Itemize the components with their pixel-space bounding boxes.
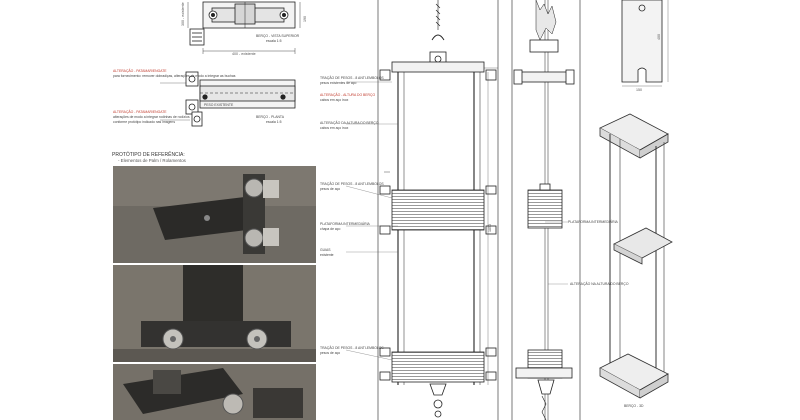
label-platform-body: chapa de aço: [320, 227, 341, 231]
label-guide-body: existente: [320, 253, 334, 257]
label-weights-bottom-body: pesos de aço: [320, 351, 341, 355]
reference-photo-2: [113, 265, 316, 362]
top-view-caption: BERÇO - VISTA SUPERIOR: [256, 34, 300, 38]
leader-lines: [345, 81, 568, 361]
label-platform-title: PLATAFORMA INTERMEDIÁRIA: [320, 222, 370, 226]
note-2-body-1: alterações de modo a integrar rodinhas d…: [113, 115, 190, 119]
reference-title: PROTÓTIPO DE REFERÊNCIA:: [112, 152, 185, 158]
top-view-drawing: [187, 1, 301, 54]
dim-total: 1850: [488, 224, 492, 232]
reference-photo-1: [113, 166, 316, 263]
reference-subtitle: - Elementos de Palm / Rolamentos: [118, 158, 186, 163]
section-label-platform: PLATAFORMA INTERMEDIÁRIA: [568, 220, 618, 224]
side-view-caption: BERÇO - PLANTA: [256, 115, 285, 119]
label-existing-weight: PESO EXISTENTE: [204, 103, 234, 107]
part-detail-drawing: [621, 0, 669, 87]
label-weights-top-body: pesos existentes de aço: [320, 81, 357, 85]
note-2-title: ALTERAÇÃO - PATAMAR/ENGATE: [113, 110, 167, 114]
reference-photo-3: [113, 364, 316, 420]
note-2-body-2: conforme protótipo indicado nas imagens: [113, 120, 176, 124]
elevation-drawing: [377, 0, 499, 420]
label-bed-height-title: ALTERAÇÃO - ALTURA DO BERÇO: [320, 93, 376, 97]
top-view-scale: escala 1:5: [266, 39, 282, 43]
label-guide-title: GUIAS: [320, 248, 331, 252]
dim-height-b: 190: [303, 16, 307, 22]
part-dim-height: 400: [657, 34, 661, 40]
dim-height-a: 300 - existente: [181, 2, 185, 26]
label-bed-height-2-title: ALTERAÇÃO DA ALTURA DO BERÇO: [320, 121, 379, 125]
section-label-height: ALTERAÇÃO NA ALTURA DO BERÇO: [570, 282, 629, 286]
side-view-drawing: [160, 71, 296, 127]
label-weights-top-title: TRAÇÃO DE PESOS - 8 ANTI-EMBOLOS: [320, 76, 384, 80]
label-weights-mid-title: TRAÇÃO DE PESOS - 8 ANTI-EMBOLOS: [320, 182, 384, 186]
note-1-title: ALTERAÇÃO - PATAMAR/ENGATE: [113, 69, 167, 73]
dim-width: 400 - existente: [232, 52, 256, 56]
part-dim-width: 150: [636, 88, 642, 92]
label-bed-height-body: cabos em aço inox: [320, 98, 349, 102]
note-1-body: para fornecimento: remover dobradiças, a…: [113, 74, 236, 78]
label-weights-mid-body: pesos de aço: [320, 187, 341, 191]
label-bed-height-2-body: cabos em aço inox: [320, 126, 349, 130]
isometric-drawing: [599, 113, 673, 399]
section-drawing: [511, 0, 581, 420]
iso-caption: BERÇO - 3D: [624, 404, 644, 408]
side-view-scale: escala 1:5: [266, 120, 282, 124]
label-weights-bottom-title: TRAÇÃO DE PESOS - 8 ANTI-EMBOLOS: [320, 346, 384, 350]
